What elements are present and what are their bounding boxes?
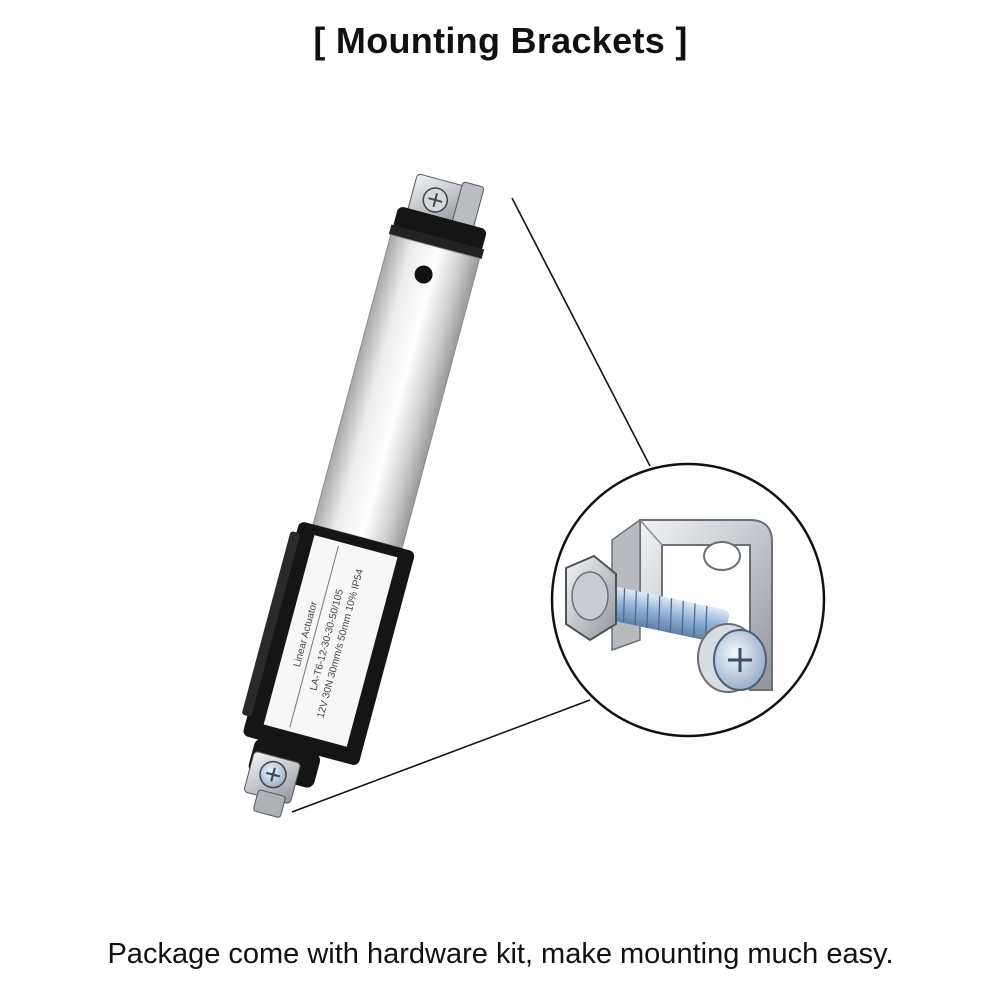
leader-line-bottom (291, 699, 591, 813)
page-title: [ Mounting Brackets ] (313, 20, 688, 61)
magnified-bracket-icon (550, 462, 826, 738)
linear-actuator (242, 173, 487, 818)
caption-text: Package come with hardware kit, make mou… (107, 938, 894, 970)
bottom-bracket-icon (244, 738, 321, 818)
leader-line-top (511, 197, 651, 467)
